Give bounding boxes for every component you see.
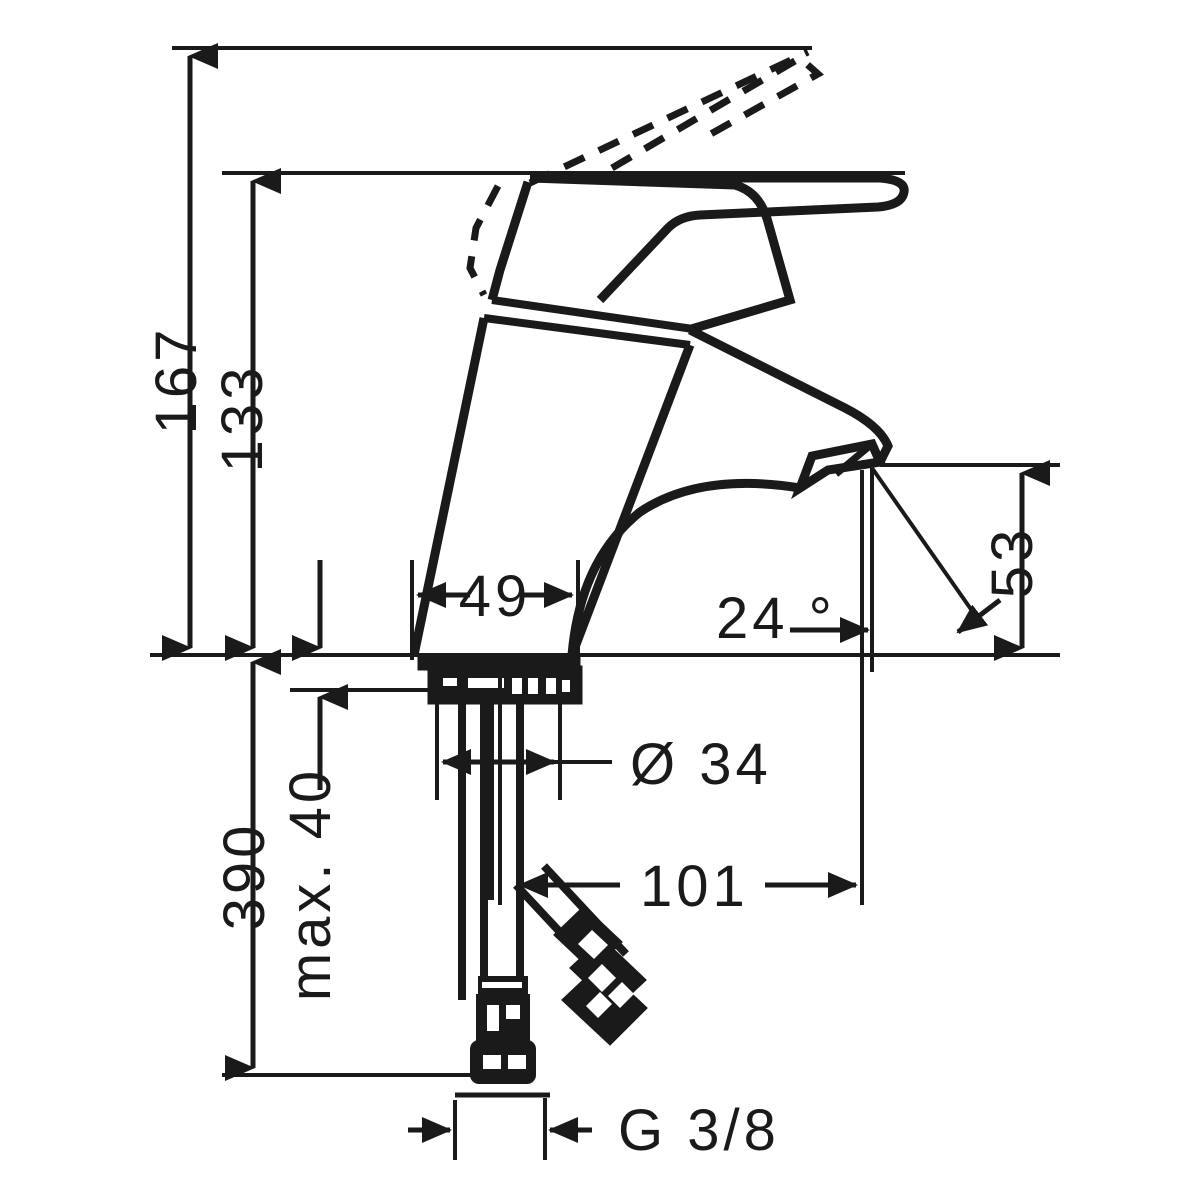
dimension-label-390: 390 — [212, 822, 277, 931]
leader-arrow-spout-angle — [956, 598, 1002, 634]
mounting-nut-block — [427, 665, 583, 705]
dimension-label-24-degrees: 24 ° — [716, 586, 836, 651]
mounting-nut-slots — [443, 678, 570, 694]
faucet-lever-handle — [530, 173, 909, 304]
dimension-label-101: 101 — [640, 854, 749, 919]
faucet-cartridge-seam-top — [491, 296, 701, 334]
dimension-label-diameter-34: Ø 34 — [630, 732, 772, 797]
dimension-label-133: 133 — [210, 364, 275, 473]
faucet-spout-outlet-detail — [833, 441, 875, 477]
faucet-body-right-edge — [567, 343, 695, 657]
faucet-spout-upper — [687, 325, 893, 465]
hose-fitting-right-slots — [578, 930, 634, 1018]
lever-open-position-dashed — [466, 48, 825, 297]
dimension-label-49: 49 — [459, 564, 532, 629]
dimension-label-167: 167 — [144, 326, 209, 435]
faucet-body-underside-curve — [567, 478, 801, 656]
supply-hose-left — [480, 702, 524, 985]
dimension-label-g38: G 3/8 — [618, 1098, 780, 1163]
dimension-label-max-40: max. 40 — [278, 767, 343, 1001]
leader-line-spout-angle — [870, 466, 984, 627]
faucet-cartridge-seam-bottom — [483, 314, 691, 349]
dimension-label-53: 53 — [980, 526, 1045, 599]
faucet-upper-body — [487, 180, 533, 302]
faucet-lever-underside — [529, 173, 796, 335]
hose-fitting-left-slots — [482, 982, 526, 1069]
shank-tubes — [458, 702, 524, 1000]
faucet-body-left-edge — [409, 317, 489, 656]
